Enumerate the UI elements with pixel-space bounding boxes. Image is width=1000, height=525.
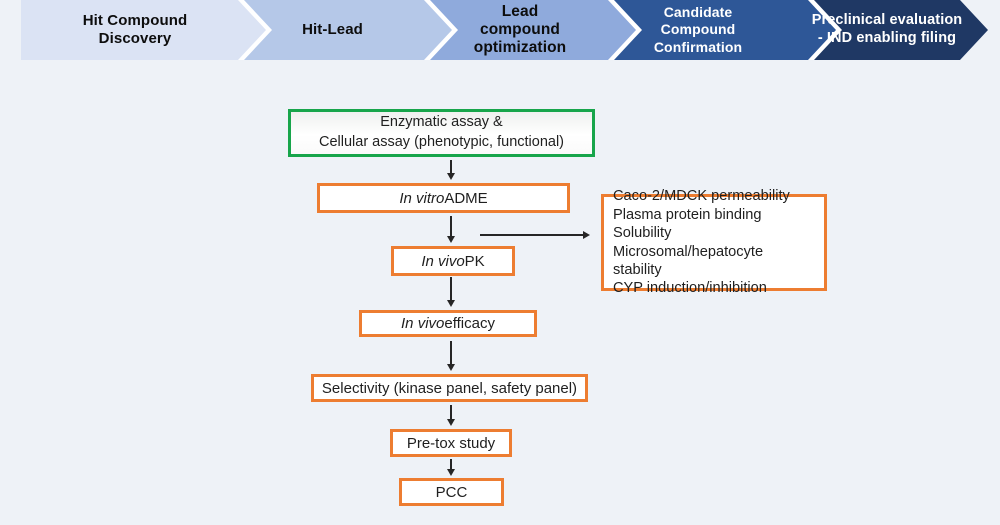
pretox-study-box: Pre-tox study xyxy=(390,429,512,457)
stage-label-preclinical: Preclinical evaluation - IND enabling fi… xyxy=(811,12,963,46)
adme-details-box: Caco-2/MDCK permeability Plasma protein … xyxy=(601,188,827,296)
pipeline-stage-banner: Hit Compound Discovery Hit-Lead Lead com… xyxy=(0,0,1000,60)
stage-label-hit-discovery: Hit Compound Discovery xyxy=(82,11,188,47)
in-vitro-italic-text: In vitro xyxy=(399,189,445,207)
pcc-box: PCC xyxy=(399,478,504,506)
in-vivo-italic-text: In vivo xyxy=(421,252,465,270)
banner-chevron-graphics xyxy=(21,0,988,60)
stage-chevron-candidate-confirmation xyxy=(614,0,836,60)
stage-chevron-lead-optimization xyxy=(430,0,636,60)
arrow-down-pk-to-efficacy-icon xyxy=(450,277,452,301)
adme-text: ADME xyxy=(444,189,488,207)
stage-label-hit-lead: Hit-Lead xyxy=(302,20,363,38)
assay-box: Enzymatic assay & Cellular assay (phenot… xyxy=(288,109,595,157)
in-vivo-pk-box: In vivo PK xyxy=(391,246,515,276)
arrow-down-efficacy-to-selectivity-icon xyxy=(450,341,452,365)
efficacy-text: efficacy xyxy=(444,315,495,332)
stage-chevron-hit-lead xyxy=(244,0,452,60)
stage-label-lead-optimization: Lead compound optimization xyxy=(473,3,567,56)
in-vivo-efficacy-box: In vivo efficacy xyxy=(359,310,537,337)
stage-chevron-hit-discovery xyxy=(21,0,266,60)
pk-text: PK xyxy=(464,252,485,270)
selectivity-box: Selectivity (kinase panel, safety panel) xyxy=(311,374,588,402)
arrow-right-to-adme-details-icon xyxy=(480,234,584,236)
arrow-down-pretox-to-pcc-icon xyxy=(450,459,452,470)
arrow-down-adme-to-pk-icon xyxy=(450,216,452,237)
stage-label-candidate-confirmation: Candidate Compound Confirmation xyxy=(653,4,743,55)
arrow-down-assay-to-adme-icon xyxy=(450,160,452,174)
in-vitro-adme-box: In vitro ADME xyxy=(317,183,570,213)
arrow-down-selectivity-to-pretox-icon xyxy=(450,405,452,420)
in-vivo-italic-text: In vivo xyxy=(401,315,445,332)
stage-chevron-preclinical xyxy=(814,0,988,60)
